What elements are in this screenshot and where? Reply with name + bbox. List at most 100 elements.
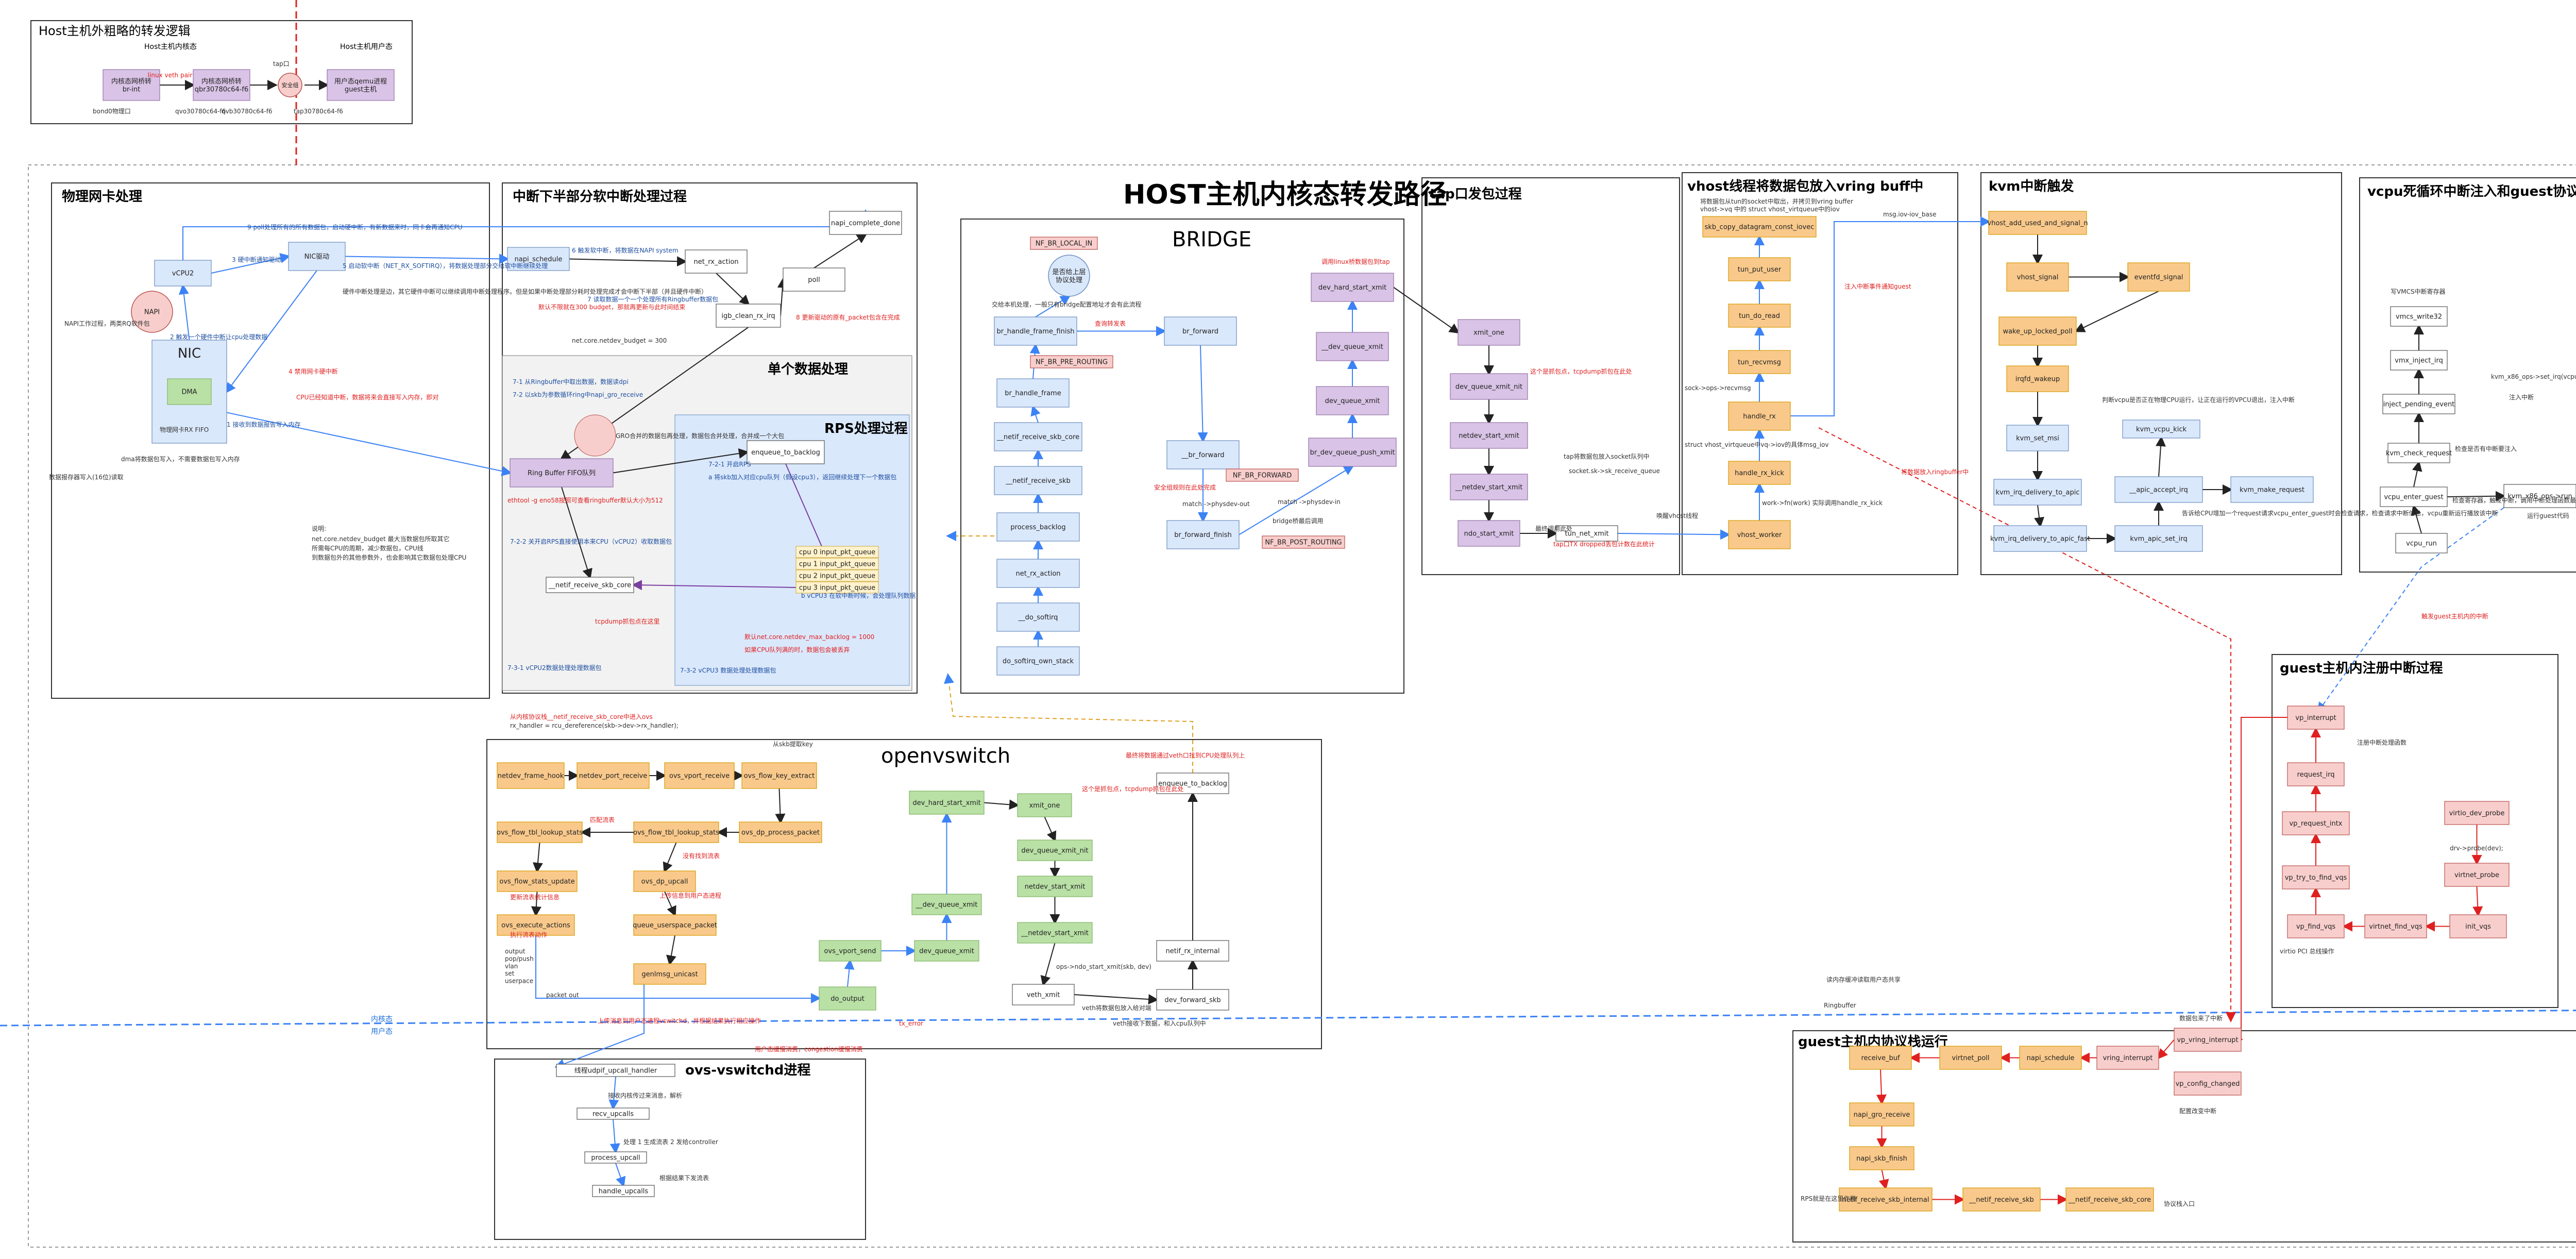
node-label: __netif_receive_skb_core	[2068, 1196, 2151, 1204]
rps-note: a 将skb加入对应cpu队列（假设cpu3），返回继续处理下一个数据包	[708, 473, 896, 481]
softirq-title: 中断下半部分软中断处理过程	[513, 189, 687, 205]
divider-user-label: 用户态	[371, 1027, 393, 1036]
softirq-note: 说明:	[312, 525, 326, 532]
ovs-note: 执行流表动作	[510, 931, 547, 938]
node-label: napi_schedule	[515, 256, 563, 263]
edge	[777, 277, 788, 316]
vswitchd-note: 根据结果下发流表	[659, 1174, 709, 1182]
edge	[716, 273, 750, 306]
node-nf-br-forward: NF_BR_FORWARD	[1226, 468, 1299, 482]
node-veth-xmit: veth_xmit	[1012, 984, 1075, 1005]
node-label: do_softirq_own_stack	[1003, 658, 1074, 665]
physical-note: CPU已经知道中断，数据将来会直接写入内存，即对	[296, 393, 438, 401]
node-vhost-add-used: vhost_add_used_and_signal_n	[1987, 211, 2088, 235]
node-napi-complete-done: napi_complete_done	[829, 211, 902, 235]
node-label: xmit_one	[1029, 802, 1060, 810]
softirq-note: 7-3-1 vCPU2数据处理处理数据包	[507, 664, 602, 672]
guest_stack-note: RPS就是在这里作用	[1801, 1195, 1856, 1202]
node-label: 线程udpif_upcall_handler	[574, 1067, 657, 1075]
node-label: __br_forward	[1181, 451, 1225, 459]
node-process-upcall: process_upcall	[584, 1151, 647, 1164]
node-label: eventfd_signal	[2134, 274, 2183, 281]
node-label: dev_queue_xmit_nit	[1021, 847, 1088, 855]
physical-frame	[51, 182, 490, 699]
overview-user-label: Host主机用户态	[340, 42, 393, 51]
node-label: ovs_execute_actions	[501, 922, 570, 930]
node-label: kvm_irq_delivery_to_apic_fast	[1990, 535, 2090, 543]
edge	[632, 580, 796, 591]
node-label: __netdev_start_xmit	[1455, 484, 1523, 492]
node-g-napi-schedule: napi_schedule	[2019, 1046, 2082, 1070]
physical-note: 物理网卡RX FIFO	[160, 426, 209, 433]
node-label: kvm_apic_set_irq	[2130, 535, 2187, 543]
node-igb-clean-rx-irq: igb_clean_rx_irq	[716, 304, 781, 328]
node-netdev-frame-hook: netdev_frame_hook	[497, 762, 565, 789]
node-label: vhost_worker	[1737, 531, 1782, 539]
bridge-note: 交给本机处理，一般只有bridge配置地址才会有此流程	[992, 300, 1142, 308]
edge	[944, 673, 1193, 773]
node-label: vp_interrupt	[2295, 714, 2336, 722]
edge	[531, 891, 541, 917]
node-label: NF_BR_FORWARD	[1233, 472, 1292, 480]
node-label: igb_clean_rx_irq	[721, 312, 775, 320]
softirq-note: 7-1 从Ringbuffer中取出数据，数据读dpi	[513, 378, 629, 385]
node-xmit-one: xmit_one	[1458, 319, 1520, 346]
node-label: br_forward	[1182, 328, 1218, 335]
node-kvm-set-msi: kvm_set_msi	[2006, 425, 2069, 451]
node-ovs-dp-process-packet: ovs_dp_process_packet	[739, 821, 822, 843]
node-label: vp_find_vqs	[2296, 923, 2336, 931]
node-label: kvm_set_msi	[2016, 435, 2059, 443]
node-netdev-start-xmit: netdev_start_xmit	[1450, 422, 1528, 449]
node-label: genlmsg_unicast	[641, 971, 698, 979]
node-label: netdev_frame_hook	[498, 773, 564, 780]
node-ovs-dp-upcall: ovs_dp_upcall	[633, 870, 696, 892]
bridge-note: match ->physdev-out	[1182, 500, 1250, 508]
node-label: wake_up_locked_poll	[2003, 328, 2072, 335]
node-g-vp-config-changed: vp_config_changed	[2174, 1071, 2242, 1096]
overview-frame	[30, 20, 413, 124]
node-g-napi-gro-receive: napi_gro_receive	[1849, 1102, 1914, 1127]
physical-note: 2 触发一个硬件中断让cpu处理数据	[170, 333, 267, 341]
node-label: ovs_vport_send	[824, 948, 876, 955]
node-label: vp_try_to_find_vqs	[2285, 874, 2347, 882]
node-enqueue-to-backlog2: enqueue_to_backlog	[1156, 773, 1229, 794]
node-label: napi_schedule	[2027, 1054, 2075, 1062]
node-label: kvm_make_request	[2240, 486, 2304, 494]
edge	[1876, 1069, 1887, 1105]
edge	[532, 842, 543, 873]
single-title: 单个数据处理	[768, 362, 848, 377]
node-label: virtnet_probe	[2454, 871, 2499, 879]
edge	[569, 256, 687, 267]
node-label: vCPU2	[172, 270, 194, 278]
node-label: virtnet_find_vqs	[2369, 923, 2422, 931]
softirq-note: 7-2 以skb为参数循环ring中napi_gro_receive	[513, 391, 643, 398]
node-nic-drv: NIC驱动	[288, 242, 346, 271]
vcpu-frame	[2359, 177, 2576, 573]
ovs-note: tx_error	[899, 1020, 923, 1027]
edge	[1878, 1169, 1889, 1190]
physical-title: 物理网卡处理	[62, 189, 142, 205]
vswitchd-note: 处理 1 生成流表 2 发给controller	[623, 1138, 718, 1146]
host-frame	[28, 164, 2576, 1248]
vcpu-note: 触发guest主机内的中断	[2421, 612, 2488, 620]
node-virtnet-find-vqs: virtnet_find_vqs	[2364, 914, 2427, 938]
vswitchd-note: 接收内核传过来消息，解析	[608, 1092, 682, 1099]
edge	[613, 448, 749, 474]
edge	[561, 486, 592, 579]
node-label: queue_userspace_packet	[633, 922, 717, 930]
node-label: __netif_receive_skb_core	[996, 433, 1079, 441]
node-q2: cpu 2 input_pkt_queue	[795, 569, 879, 582]
physical-note: 3 硬中断通知驱动	[232, 256, 281, 263]
kvm-frame	[1980, 172, 2342, 575]
overview-bottom-label: tap30780c64-f6	[294, 108, 343, 115]
guest_stack-note: Ringbuffer	[1824, 1002, 1856, 1009]
node-label: NF_BR_LOCAL_IN	[1036, 240, 1092, 248]
softirq-note: net.core.netdev_budget = 300	[572, 337, 667, 344]
node-tun-recvmsg: tun_recvmsg	[1728, 350, 1791, 374]
node-ring-buffer: Ring Buffer FIFO队列	[510, 458, 614, 488]
node-q0: cpu 0 input_pkt_queue	[795, 546, 879, 558]
node-label: net_rx_action	[1015, 570, 1060, 578]
ovs-note: ops->ndo_start_xmit(skb, dev)	[1056, 963, 1151, 970]
edge	[1035, 295, 1071, 317]
gro-bubble	[574, 414, 616, 457]
